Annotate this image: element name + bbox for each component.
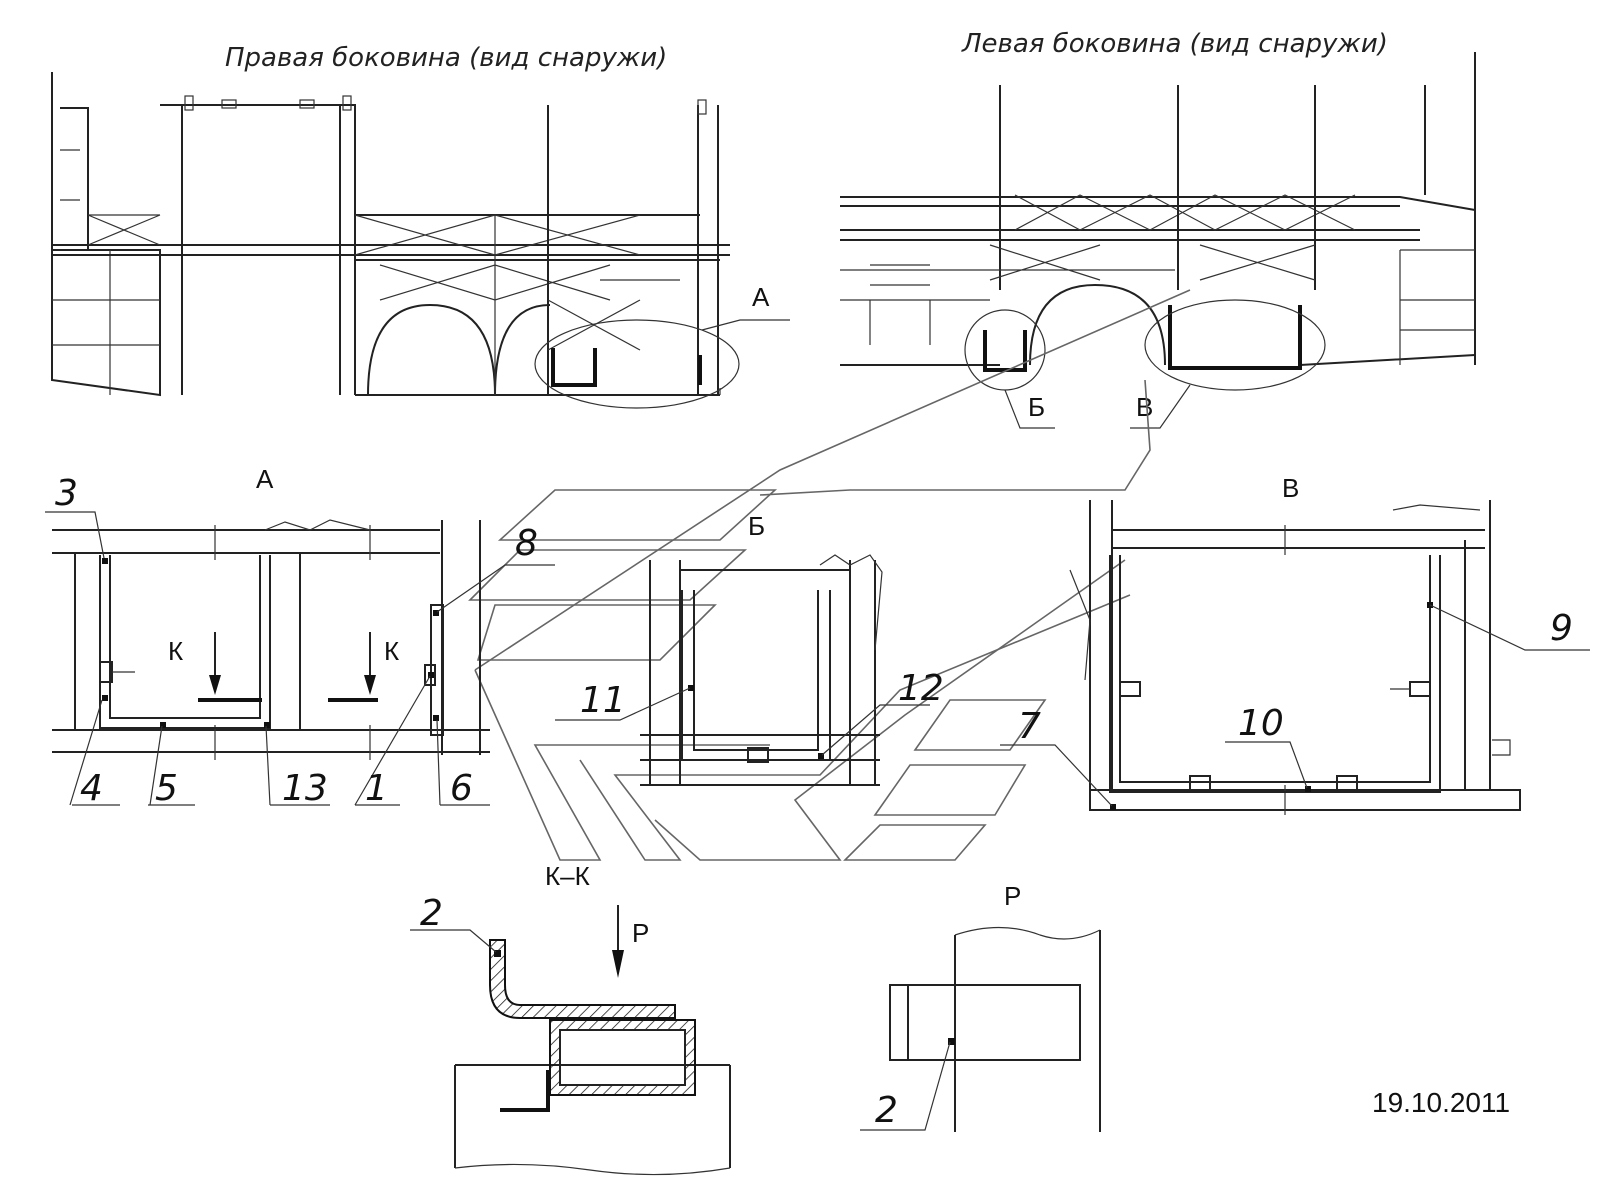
callout-10: 10 [1238, 703, 1284, 744]
callout-13: 13 [282, 768, 328, 809]
view-v-label-top: В [1136, 392, 1153, 422]
callout-9: 9 [1550, 608, 1573, 649]
callout-8: 8 [515, 523, 538, 564]
view-p-label: Р [1004, 881, 1021, 911]
view-b-label-top: Б [1028, 392, 1045, 422]
view-b-label: Б [748, 511, 765, 541]
ghost-leader-bands [468, 289, 1191, 861]
left-side-title: Левая боковина (вид снаружи) [961, 29, 1388, 59]
view-p-detail [860, 926, 1101, 1132]
view-a-label: А [256, 464, 274, 494]
callout-12: 12 [898, 668, 944, 709]
callout-5: 5 [155, 768, 178, 809]
right-side-title: Правая боковина (вид снаружи) [225, 43, 667, 73]
callout-2-section: 2 [420, 893, 443, 934]
view-a-detail [45, 511, 555, 806]
callout-3: 3 [55, 473, 78, 514]
section-kk-detail [410, 905, 731, 1176]
callout-7: 7 [1018, 706, 1041, 747]
view-p-arrow-label: Р [632, 918, 649, 948]
view-v-label: В [1282, 473, 1299, 503]
section-k-label-1: К [168, 636, 183, 666]
section-k-label-2: К [384, 636, 399, 666]
drawing-date: 19.10.2011 [1372, 1087, 1510, 1118]
callout-1: 1 [365, 768, 388, 809]
view-v-detail [1000, 500, 1590, 815]
view-b-detail [555, 554, 930, 786]
callout-2-view-p: 2 [875, 1090, 898, 1131]
callout-6: 6 [450, 768, 473, 809]
section-kk-label: К–К [545, 861, 590, 891]
callout-11: 11 [580, 680, 626, 721]
view-a-label-top: А [752, 282, 770, 312]
callout-4: 4 [80, 768, 103, 809]
right-side-frame [51, 72, 790, 409]
left-side-frame [840, 52, 1476, 429]
